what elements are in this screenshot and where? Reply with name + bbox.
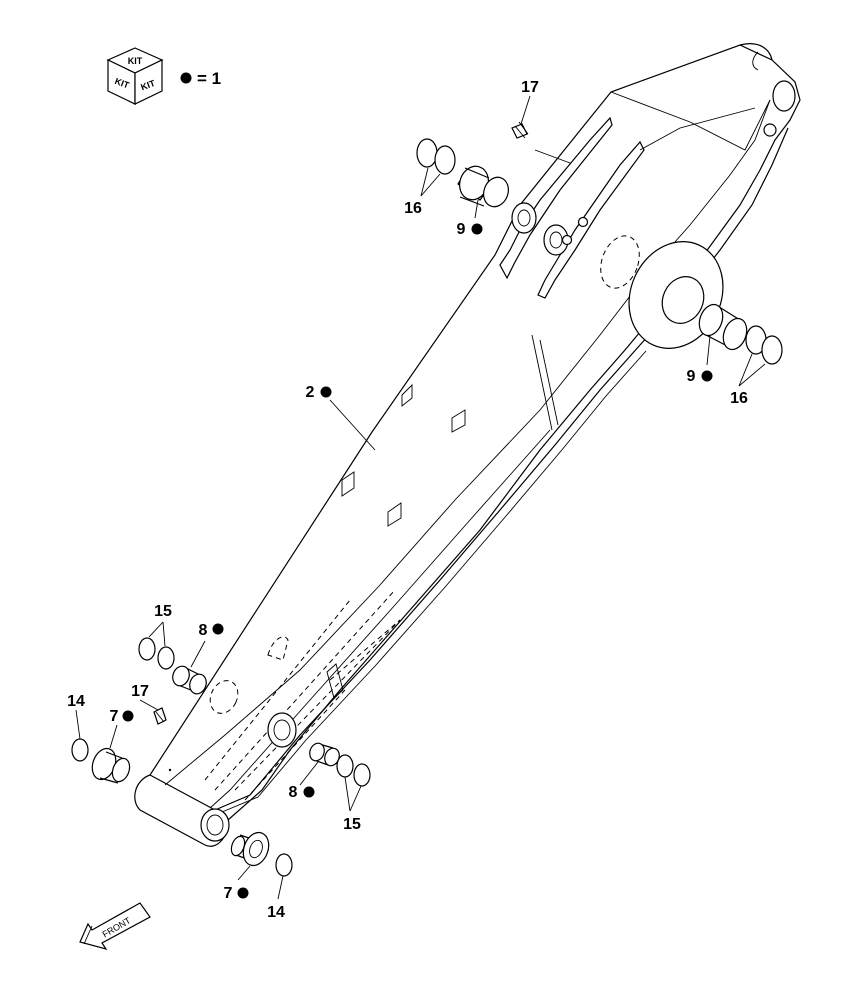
bushing-9-top	[457, 165, 509, 208]
o-ring-14a	[71, 738, 89, 762]
callout-labels: 17 16 9 9 16 2 15 8 14 7 17 8 15 7 14	[67, 79, 748, 921]
callout-16-top: 16	[404, 200, 422, 217]
kit-face-right: KIT	[139, 78, 157, 93]
flanged-bushing-7-bottom	[230, 831, 270, 867]
callout-7-left: 7	[110, 708, 119, 725]
flanged-bushing-7-left	[91, 747, 131, 784]
grease-fitting-top	[511, 121, 529, 139]
kit-dot	[303, 786, 315, 798]
callout-14-left: 14	[67, 693, 85, 710]
kit-dot	[320, 386, 332, 398]
callout-15-bottom: 15	[343, 816, 361, 833]
callout-7-bottom: 7	[224, 885, 233, 902]
kit-legend: KIT KIT KIT = 1	[106, 47, 221, 105]
leader-lines	[75, 95, 766, 900]
legend-equals-text: = 1	[197, 69, 221, 88]
callout-9-right: 9	[687, 368, 696, 385]
o-ring-15a	[138, 637, 156, 661]
callout-16-right: 16	[730, 390, 748, 407]
callout-14-bottom: 14	[267, 904, 285, 921]
o-ring-16d	[761, 335, 783, 365]
kit-dot	[471, 223, 483, 235]
callout-2: 2	[306, 384, 315, 401]
o-ring-14b	[275, 853, 293, 877]
kit-dot-marker	[180, 72, 192, 84]
o-ring-15d	[353, 763, 371, 787]
bushing-8-bottom	[309, 742, 340, 767]
kit-face-left: KIT	[114, 76, 132, 91]
tip-pin-hole	[772, 80, 796, 112]
callout-17-top: 17	[521, 79, 539, 96]
callout-8-bottom: 8	[289, 784, 298, 801]
kit-face-top: KIT	[128, 56, 143, 66]
callout-9-top: 9	[457, 221, 466, 238]
foot-pin-bore	[200, 808, 230, 842]
kit-cube-icon: KIT KIT KIT	[106, 47, 164, 105]
o-ring-15b	[157, 646, 175, 670]
callout-8-left: 8	[199, 622, 208, 639]
bushing-9-right	[698, 303, 748, 351]
grease-fitting-bottom	[153, 707, 172, 772]
kit-dot	[701, 370, 713, 382]
front-direction-arrow: FRONT	[79, 902, 151, 950]
callout-15-left: 15	[154, 603, 172, 620]
callout-17-bottom: 17	[131, 683, 149, 700]
kit-dot	[122, 710, 134, 722]
mid-bracket-boss	[267, 712, 297, 748]
kit-dot	[237, 887, 249, 899]
o-ring-16b	[434, 145, 456, 175]
o-ring-15c	[336, 754, 354, 778]
bushing-8-left	[172, 665, 207, 695]
boom-arm	[134, 43, 801, 847]
bracket-pin-left	[511, 202, 537, 234]
kit-dot	[212, 623, 224, 635]
o-ring-16a	[416, 138, 438, 168]
